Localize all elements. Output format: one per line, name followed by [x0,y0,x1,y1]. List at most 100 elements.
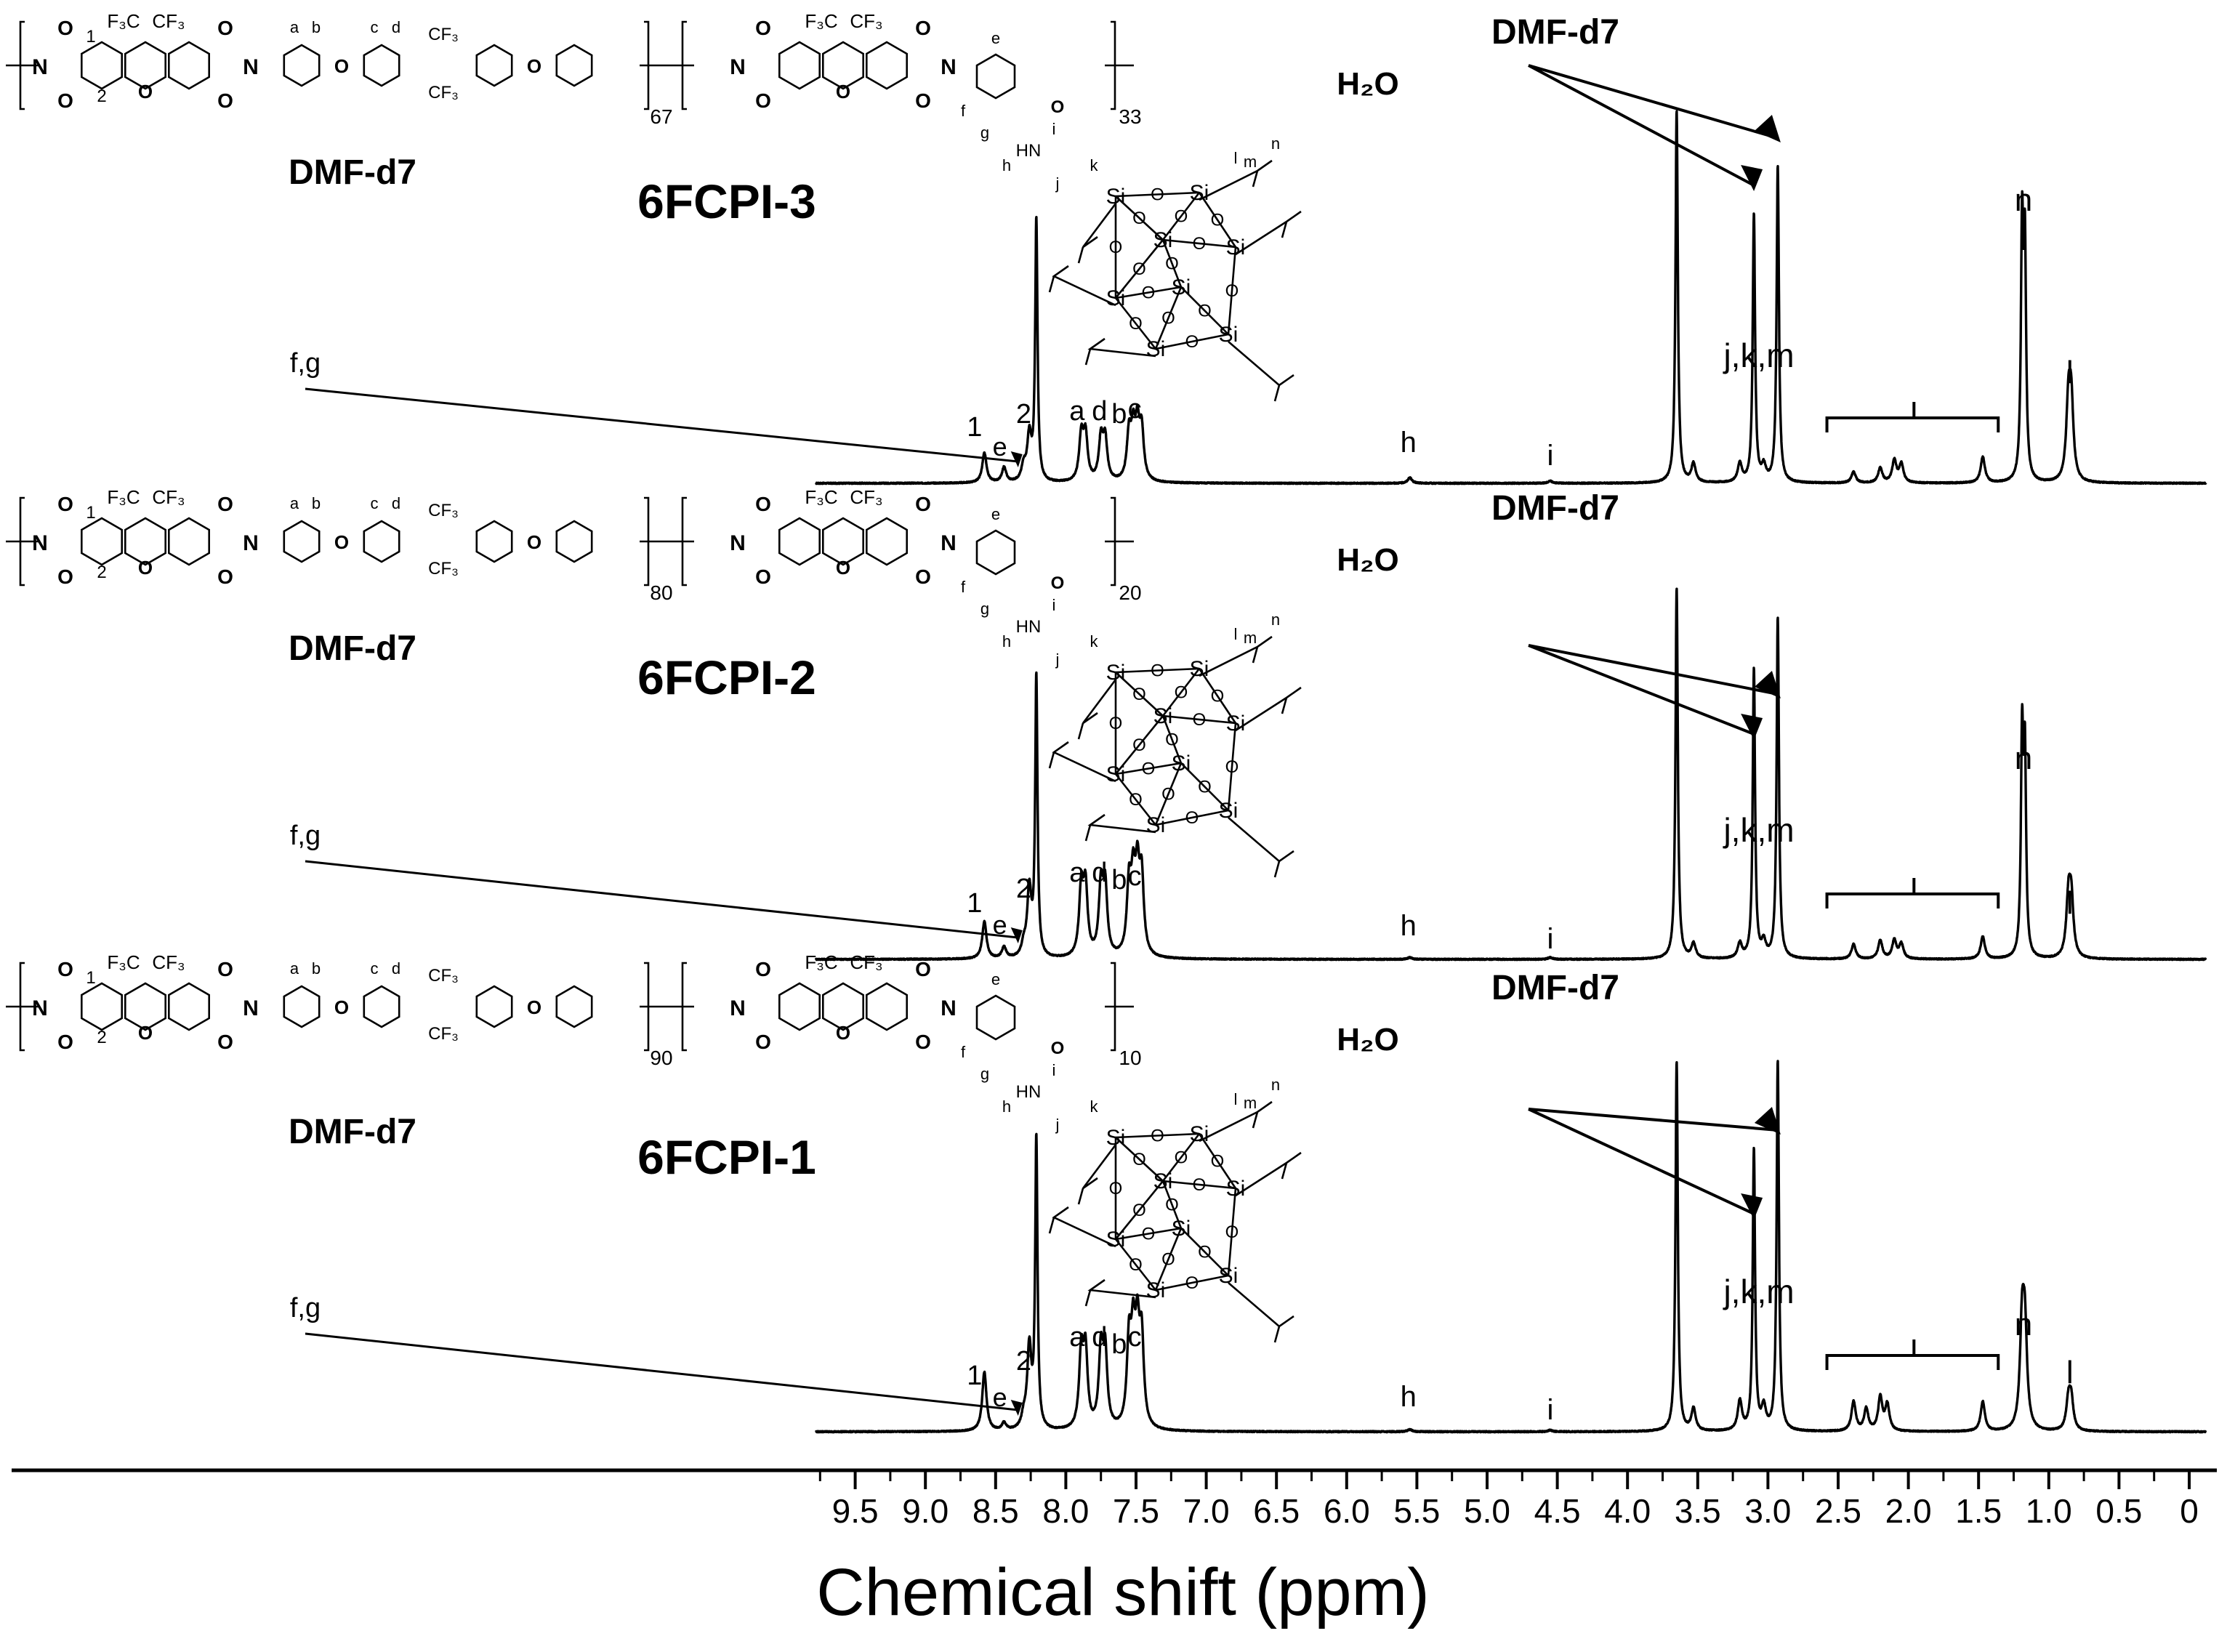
peak-label-c: c [1128,861,1142,892]
atom-N: N [941,996,957,1020]
si-o-bond [1198,668,1237,724]
si-o-bond [1161,715,1183,764]
atom-O: O [915,493,931,515]
tick-label: 1.0 [2026,1492,2072,1530]
dmf-arrowhead-2 [1754,115,1781,142]
isobutyl-group [1228,1282,1294,1343]
proton-label: d [392,959,400,978]
peak-label-fg: f,g [290,348,321,379]
atom-O: O [1175,683,1188,703]
cf3-group: CF₃ [428,559,459,579]
atom-O: O [915,1031,931,1053]
phenyl-ring [475,44,513,87]
atom-O: O [217,565,233,588]
isobutyl-group [1235,1151,1302,1197]
tick-label: 0.5 [2095,1492,2142,1530]
atom-O: O [1211,1152,1225,1172]
peak-label-a: a [1069,396,1085,427]
atom-O: O [1109,238,1123,257]
atom-O: O [527,55,541,77]
atom-O: O [1185,1273,1199,1293]
proton-label: b [312,494,321,512]
si-o-bond [1115,1137,1164,1182]
atom-O: O [1161,309,1175,329]
peak-label-l: l [2066,885,2074,921]
si-o-bond [1161,1180,1183,1229]
h2o-label: H₂O [1337,1022,1399,1057]
atom-O: O [1129,314,1143,334]
isobutyl-group [1084,337,1156,366]
si-o-bond [1161,1133,1201,1182]
atom-O: O [915,17,931,39]
atom-O: O [1225,1222,1239,1242]
peak-label-c: c [1128,1322,1142,1353]
proton-label: m [1244,1094,1257,1112]
peak-label-d: d [1092,858,1107,888]
cf3-group: CF₃ [152,10,185,32]
peak-label-a: a [1069,1322,1085,1353]
atom-O: O [217,958,233,980]
fg-arrow [305,860,1018,939]
proton-label: f [961,1043,966,1061]
peak-label-h: h [1401,910,1417,942]
isobutyl-group [1235,210,1302,256]
peak-label-h: h [1401,427,1417,459]
position-label: 1 [86,503,95,523]
peak-label-e: e [993,1382,1007,1412]
peak-label-b: b [1111,865,1127,895]
si-o-bond [1227,1188,1237,1276]
repeat-ratio: 20 [1119,581,1141,604]
isobutyl-group [1199,635,1273,677]
si-o-bond [1115,196,1164,241]
proton-label: g [980,124,989,142]
proton-label: f [961,102,966,120]
peak-label-1: 1 [967,412,982,443]
si-o-bond [1114,773,1157,826]
peak-label-h: h [1401,1381,1417,1413]
dmf-right-label: DMF-d7 [1491,489,1619,528]
atom-O: O [138,557,153,579]
atom-O: O [217,1031,233,1053]
repeat-ratio: 67 [650,105,672,128]
proton-label: l [1234,625,1238,643]
proton-label: i [1052,1061,1056,1079]
atom-O: O [57,17,73,39]
proton-label: c [371,959,379,978]
si-o-bond [1115,762,1182,775]
dmf-arrowhead-1 [1741,1193,1763,1220]
proton-label: k [1090,632,1099,650]
atom-O: O [1225,281,1239,301]
peak-label-2: 2 [1016,874,1031,904]
atom-O: O [1165,254,1179,274]
atom-O: O [138,1022,153,1044]
pyran-ring [822,517,864,566]
atom-O: O [1129,790,1143,810]
atom-O: O [1142,1225,1156,1244]
dmf-arrowhead-2 [1754,1107,1781,1135]
atom-O: O [1175,1148,1188,1168]
repeat-ratio: 33 [1119,105,1141,128]
atom-O: O [1129,1255,1143,1275]
si-o-bond [1115,672,1164,717]
si-o-bond [1180,762,1229,811]
jkm-bracket [1825,878,2000,908]
proton-label: l [1234,1090,1238,1108]
atom-O: O [57,1031,73,1053]
peak-label-i: i [1547,440,1553,472]
atom-O: O [527,996,541,1018]
peak-label-n: n [2015,741,2032,776]
proton-label: b [312,959,321,978]
atom-N: N [32,531,48,555]
dmf-arrows [1528,64,1779,187]
si-o-bond [1198,192,1237,248]
phenyl-ring [475,520,513,563]
aromatic-ring [866,41,908,90]
jkm-bracket [1825,402,2000,432]
isobutyl-group [1048,1206,1116,1248]
cf3-group: CF₃ [152,486,185,508]
peak-label-1: 1 [967,1361,982,1391]
atom-O: O [217,493,233,515]
